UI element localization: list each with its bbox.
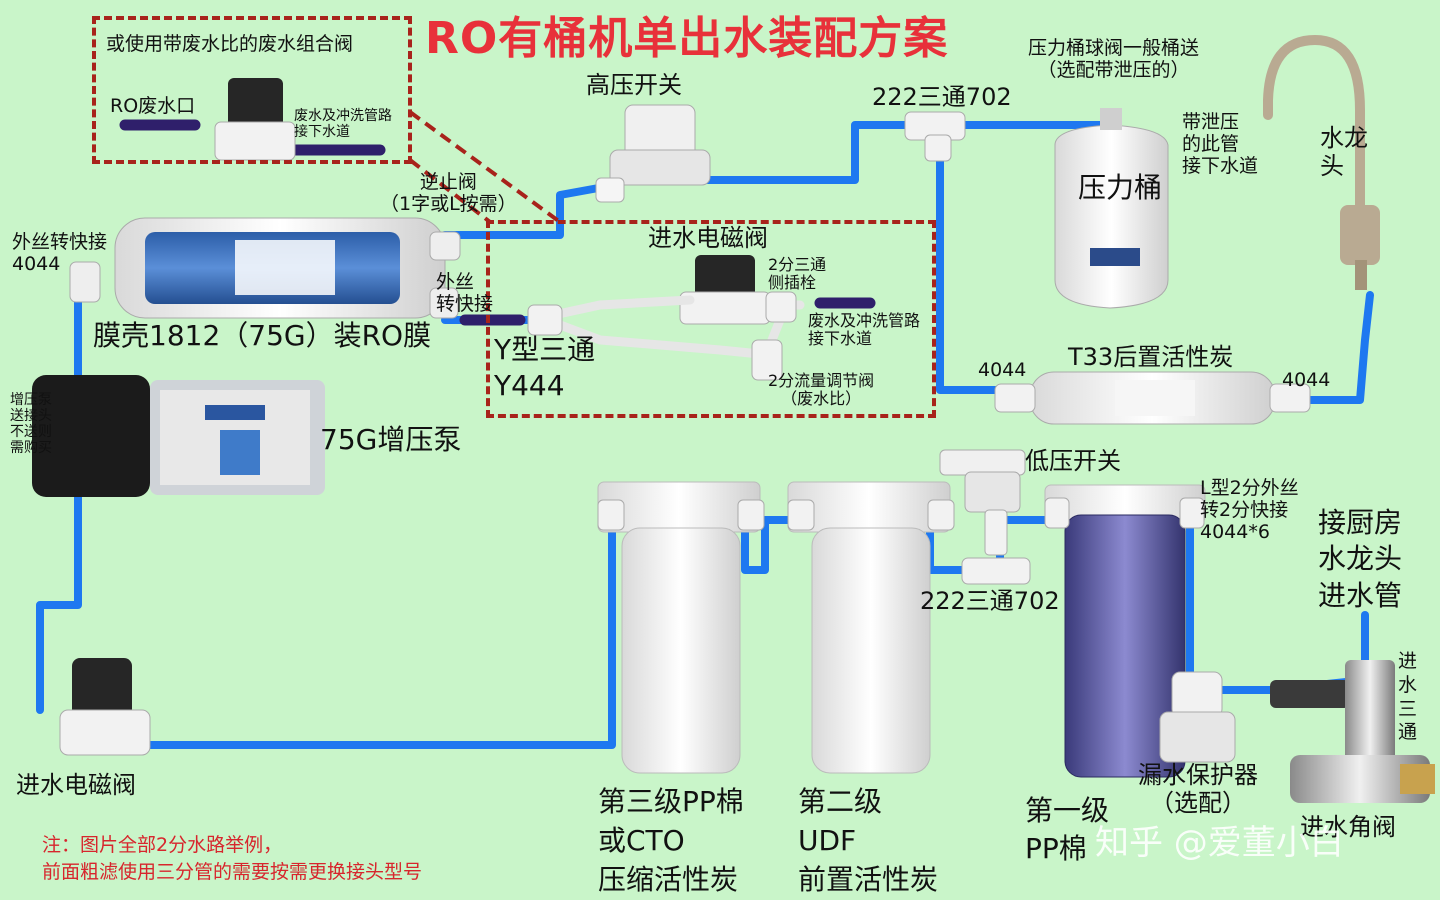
label-y-tee: Y型三通 Y444 (494, 333, 596, 403)
label-high-pressure-switch: 高压开关 (586, 71, 682, 99)
inlet-valve-shape (1270, 660, 1435, 803)
label-waste-flush-drain-top: 废水及冲洗管路 接下水道 (294, 108, 392, 141)
label-booster-pump: 75G增压泵 (320, 423, 462, 456)
label-stage3: 第三级PP棉 或CTO 压缩活性炭 (598, 785, 744, 897)
quick-fittings (597, 497, 1205, 531)
pipe-tee-to-t33 (936, 136, 1004, 394)
label-l-type-fitting: L型2分外丝 转2分快接 4044*6 (1200, 477, 1299, 543)
footnote: 注：图片全部2分水路举例， 前面粗滤使用三分管的需要按需更换接头型号 (42, 832, 422, 885)
label-inlet-angle-valve: 进水角阀 (1300, 813, 1396, 841)
pressure-tank-shape (1054, 108, 1169, 309)
label-tee-222-top: 222三通702 (872, 83, 1012, 111)
label-inlet-solenoid-bottom: 进水电磁阀 (16, 771, 136, 799)
label-stage1: 第一级 PP棉 (1025, 794, 1110, 865)
tee-top-shape (904, 111, 966, 162)
label-membrane-housing: 膜壳1812（75G）装RO膜 (93, 319, 432, 352)
dashed-connectors (408, 110, 562, 224)
diagram-title: RO有桶机单出水装配方案 (425, 13, 949, 64)
solenoid-mid-shape (679, 255, 771, 325)
mid-fittings (527, 291, 797, 381)
label-ext-thread-quick-mid: 外丝 转快接 (436, 271, 494, 315)
label-tee-222-bottom: 222三通702 (920, 587, 1060, 615)
faucet-shape (1263, 34, 1380, 290)
label-waste-combo: 或使用带废水比的废水组合阀 (106, 33, 354, 55)
stage2-housing-shape (787, 481, 951, 774)
footnote-line1: 注：图片全部2分水路举例， (42, 834, 283, 856)
label-waste-flush-drain-mid: 废水及冲洗管路 接下水道 (808, 311, 921, 349)
label-fitting-4044-right: 4044 (1282, 369, 1331, 391)
membrane-housing-shape (69, 217, 461, 319)
leak-protector-shape (1159, 671, 1236, 763)
pipe-stage2-to-stage3 (741, 516, 814, 574)
label-faucet: 水龙 头 (1320, 124, 1368, 180)
label-inlet-solenoid-mid: 进水电磁阀 (648, 224, 768, 252)
label-flow-regulator: 2分流量调节阀 （废水比） (768, 371, 875, 409)
high-pressure-switch-shape (595, 104, 711, 203)
solenoid-top-shape (214, 78, 296, 161)
waste-combo-box (92, 16, 412, 164)
pipe-t33-to-faucet (1296, 291, 1374, 404)
drain-lines (119, 119, 876, 326)
label-tee-2fen-side: 2分三通 侧插栓 (768, 255, 827, 293)
footnote-line2: 前面粗滤使用三分管的需要按需更换接头型号 (42, 860, 423, 883)
inlet-solenoid-box (486, 220, 936, 418)
label-ro-waste-port: RO废水口 (110, 95, 196, 117)
t33-shape (994, 371, 1311, 425)
low-pressure-switch-shape (939, 449, 1031, 585)
watermark: 知乎 @爱董小白 (1095, 823, 1344, 863)
pipe-membrane-to-highsw (441, 181, 619, 239)
label-low-pressure-switch: 低压开关 (1025, 447, 1121, 475)
booster-pump-shape (32, 375, 325, 497)
pipe-stage3-to-solenoid (76, 516, 616, 749)
label-inlet-tee: 进 水 三 通 (1398, 650, 1418, 744)
solenoid-bottom-shape (59, 658, 151, 756)
label-check-valve: 逆止阀 （1字或L按需） (380, 171, 517, 215)
label-kitchen-inlet: 接厨房 水龙头 进水管 (1318, 506, 1403, 612)
label-t33-post-carbon: T33后置活性炭 (1068, 343, 1234, 371)
label-fitting-4044-left: 4044 (978, 359, 1027, 381)
label-tank-ball-valve: 压力桶球阀一般桶送 （选配带泄压的） (1028, 37, 1200, 81)
pipe-highsw-to-tee (696, 121, 919, 184)
label-leak-protector: 漏水保护器 （选配） (1138, 761, 1258, 817)
label-stage2: 第二级 UDF 前置活性炭 (798, 785, 939, 897)
label-ext-thread-quick-left: 外丝转快接 4044 (12, 231, 108, 275)
stage3-housing-shape (597, 481, 761, 774)
label-booster-fitting: 增压泵 送接头 不送则 需购买 (10, 392, 52, 457)
label-tank-drain: 带泄压 的此管 接下水道 (1182, 111, 1259, 177)
label-pressure-tank: 压力桶 (1078, 171, 1163, 204)
pipe-solenoid-to-pump (36, 491, 82, 714)
stage1-housing-shape (1044, 484, 1206, 778)
